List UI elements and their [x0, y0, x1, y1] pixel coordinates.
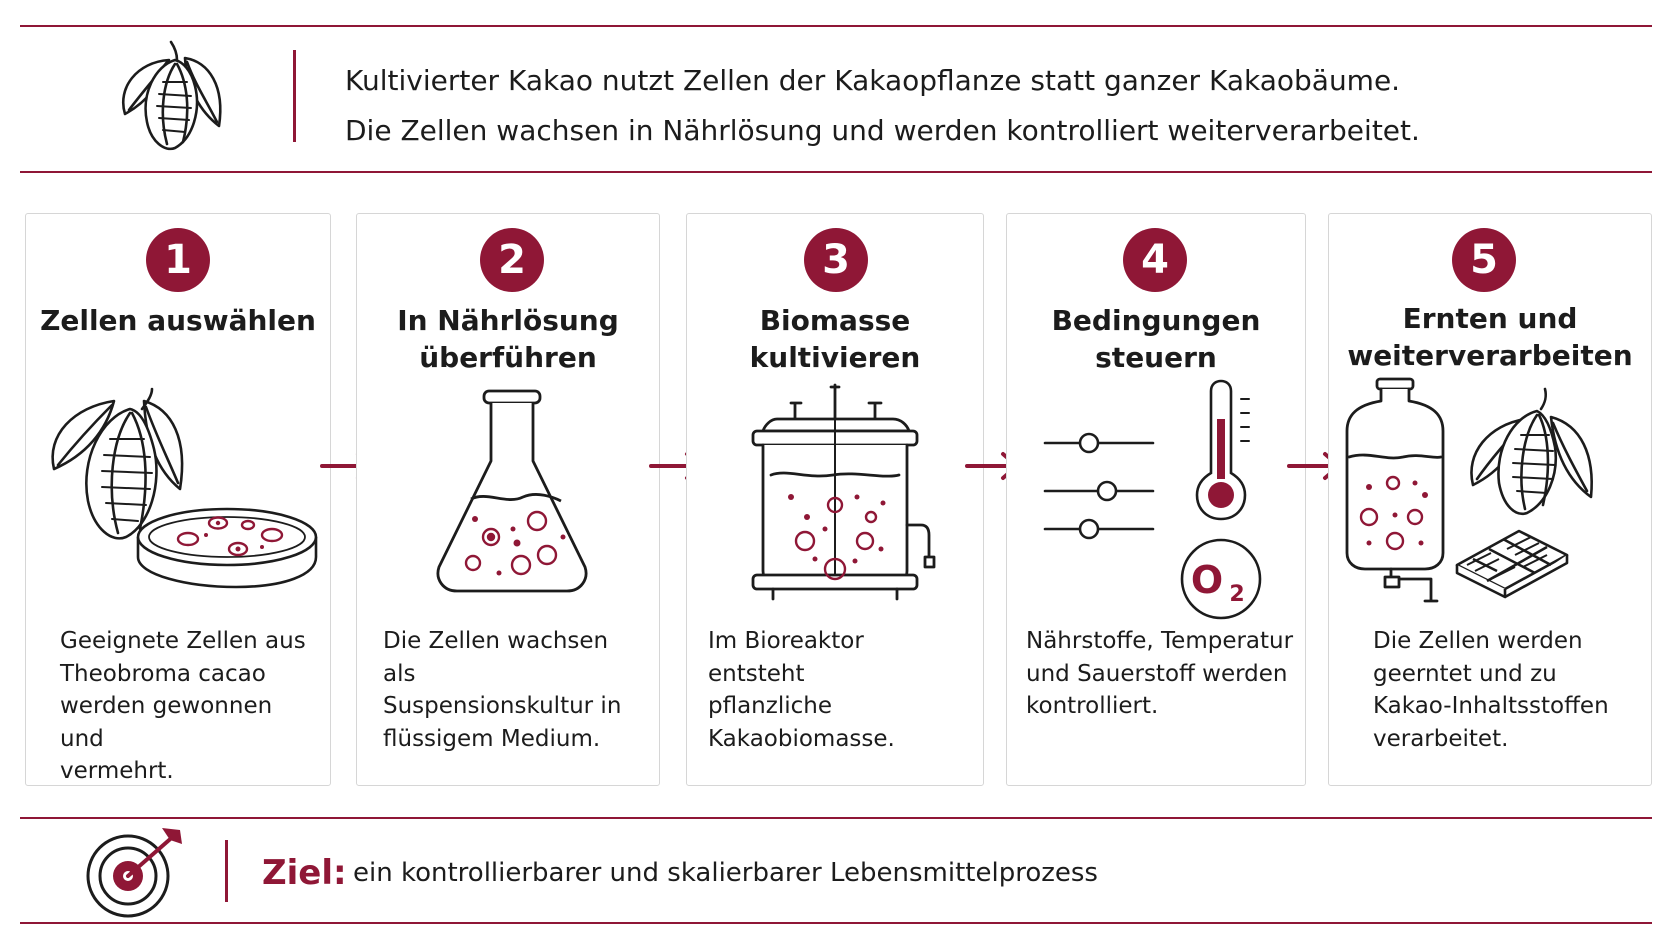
- oxygen-subscript: 2: [1229, 582, 1244, 607]
- top-rule: [20, 25, 1652, 27]
- header-line-1: Kultivierter Kakao nutzt Zellen der Kaka…: [345, 64, 1401, 97]
- tank-icon: [1345, 377, 1445, 603]
- petri-dish-icon: [136, 507, 318, 589]
- step-title-5-line-2: weiterverarbeiten: [1347, 339, 1633, 372]
- step-title-3-line-1: Biomasse: [759, 304, 911, 337]
- step-title-1: Zellen auswählen: [36, 302, 320, 339]
- step-card-5: 5 Ernten und weiterverarbeiten: [1328, 213, 1652, 786]
- step-4-illustration: O 2: [1043, 379, 1262, 620]
- step-title-2-line-2: überführen: [419, 341, 597, 374]
- sliders-icon: [1043, 432, 1155, 540]
- goal-text: ein kontrollierbarer und skalierbarer Le…: [353, 858, 1098, 888]
- cacao-pod-icon: [51, 387, 184, 540]
- goal-divider: [225, 840, 228, 902]
- step-number-5: 5: [1452, 228, 1516, 292]
- oxygen-label: O: [1191, 558, 1223, 602]
- step-desc-3: Im Bioreaktor entsteht pflanzliche Kakao…: [708, 625, 965, 755]
- step-desc-4-line: Nährstoffe, Temperatur: [1026, 628, 1294, 654]
- step-card-1: 1 Zellen auswählen: [25, 213, 331, 786]
- step-desc-1-line: werden gewonnen und: [60, 693, 273, 752]
- flask-icon: [436, 389, 588, 593]
- step-number-2: 2: [480, 228, 544, 292]
- step-1-illustration: [51, 387, 318, 589]
- step-title-4: Bedingungen steuern: [1017, 302, 1295, 376]
- chocolate-icon: [1455, 529, 1569, 599]
- step-card-2: 2 In Nährlösung überführen Die Zellen wa…: [356, 213, 660, 786]
- step-desc-1-line: Geeignete Zellen aus: [60, 628, 306, 654]
- step-desc-3-line: Im Bioreaktor entsteht: [708, 628, 864, 687]
- step-title-5: Ernten und weiterverarbeiten: [1339, 300, 1641, 374]
- cacao-pod-icon: [122, 40, 222, 151]
- step-desc-2-line: flüssigem Medium.: [383, 725, 601, 752]
- step-desc-3-line: Kakaobiomasse.: [708, 725, 895, 752]
- header-text: Kultivierter Kakao nutzt Zellen der Kaka…: [345, 56, 1635, 156]
- step-title-2: In Nährlösung überführen: [367, 302, 649, 376]
- step-desc-5-line: Die Zellen werden: [1373, 628, 1583, 654]
- thermometer-icon: [1195, 379, 1250, 521]
- footer-bottom-rule: [20, 922, 1652, 924]
- step-desc-1: Geeignete Zellen aus Theobroma cacao wer…: [60, 625, 312, 788]
- header-bottom-rule: [20, 171, 1652, 173]
- step-desc-1-line: Theobroma cacao: [60, 660, 266, 687]
- step-desc-5-line: verarbeitet.: [1373, 725, 1509, 752]
- step-title-2-line-1: In Nährlösung: [397, 304, 619, 337]
- oxygen-icon: O 2: [1180, 538, 1262, 620]
- step-desc-2-line: Suspensionskultur in: [383, 693, 622, 719]
- target-icon: [86, 828, 182, 918]
- step-desc-4-line: und Sauerstoff werden: [1026, 660, 1288, 687]
- step-desc-5-line: Kakao-Inhaltsstoffen: [1373, 693, 1609, 719]
- step-desc-2-line: Die Zellen wachsen als: [383, 628, 609, 687]
- step-card-3: 3 Biomasse kultivieren: [686, 213, 984, 786]
- step-desc-4-line: kontrolliert.: [1026, 693, 1159, 719]
- goal-label: Ziel:: [262, 853, 347, 893]
- header-divider: [293, 50, 296, 142]
- step-desc-3-line: pflanzliche: [708, 693, 832, 719]
- bioreactor-icon: [751, 383, 936, 601]
- header-line-2: Die Zellen wachsen in Nährlösung und wer…: [345, 114, 1420, 147]
- step-title-5-line-1: Ernten und: [1402, 302, 1578, 335]
- step-title-4-line-1: Bedingungen: [1051, 304, 1261, 337]
- step-number-1: 1: [146, 228, 210, 292]
- step-desc-4: Nährstoffe, Temperatur und Sauerstoff we…: [1026, 625, 1295, 723]
- step-title-4-line-2: steuern: [1095, 341, 1217, 374]
- footer-top-rule: [20, 817, 1652, 819]
- cacao-pod-icon: [1470, 387, 1593, 516]
- step-number-3: 3: [804, 228, 868, 292]
- step-desc-5-line: geerntet und zu: [1373, 660, 1557, 687]
- step-card-4: 4 Bedingungen steuern O 2 Nährstoffe, Te…: [1006, 213, 1306, 786]
- step-title-1-line-1: Zellen auswählen: [40, 304, 316, 337]
- step-title-3-line-2: kultivieren: [749, 341, 921, 374]
- step-5-illustration: [1345, 377, 1593, 603]
- step-desc-2: Die Zellen wachsen als Suspensionskultur…: [383, 625, 641, 755]
- step-title-3: Biomasse kultivieren: [697, 302, 973, 376]
- step-desc-5: Die Zellen werden geerntet und zu Kakao-…: [1373, 625, 1633, 755]
- step-desc-1-line: vermehrt.: [60, 758, 174, 784]
- step-number-4: 4: [1123, 228, 1187, 292]
